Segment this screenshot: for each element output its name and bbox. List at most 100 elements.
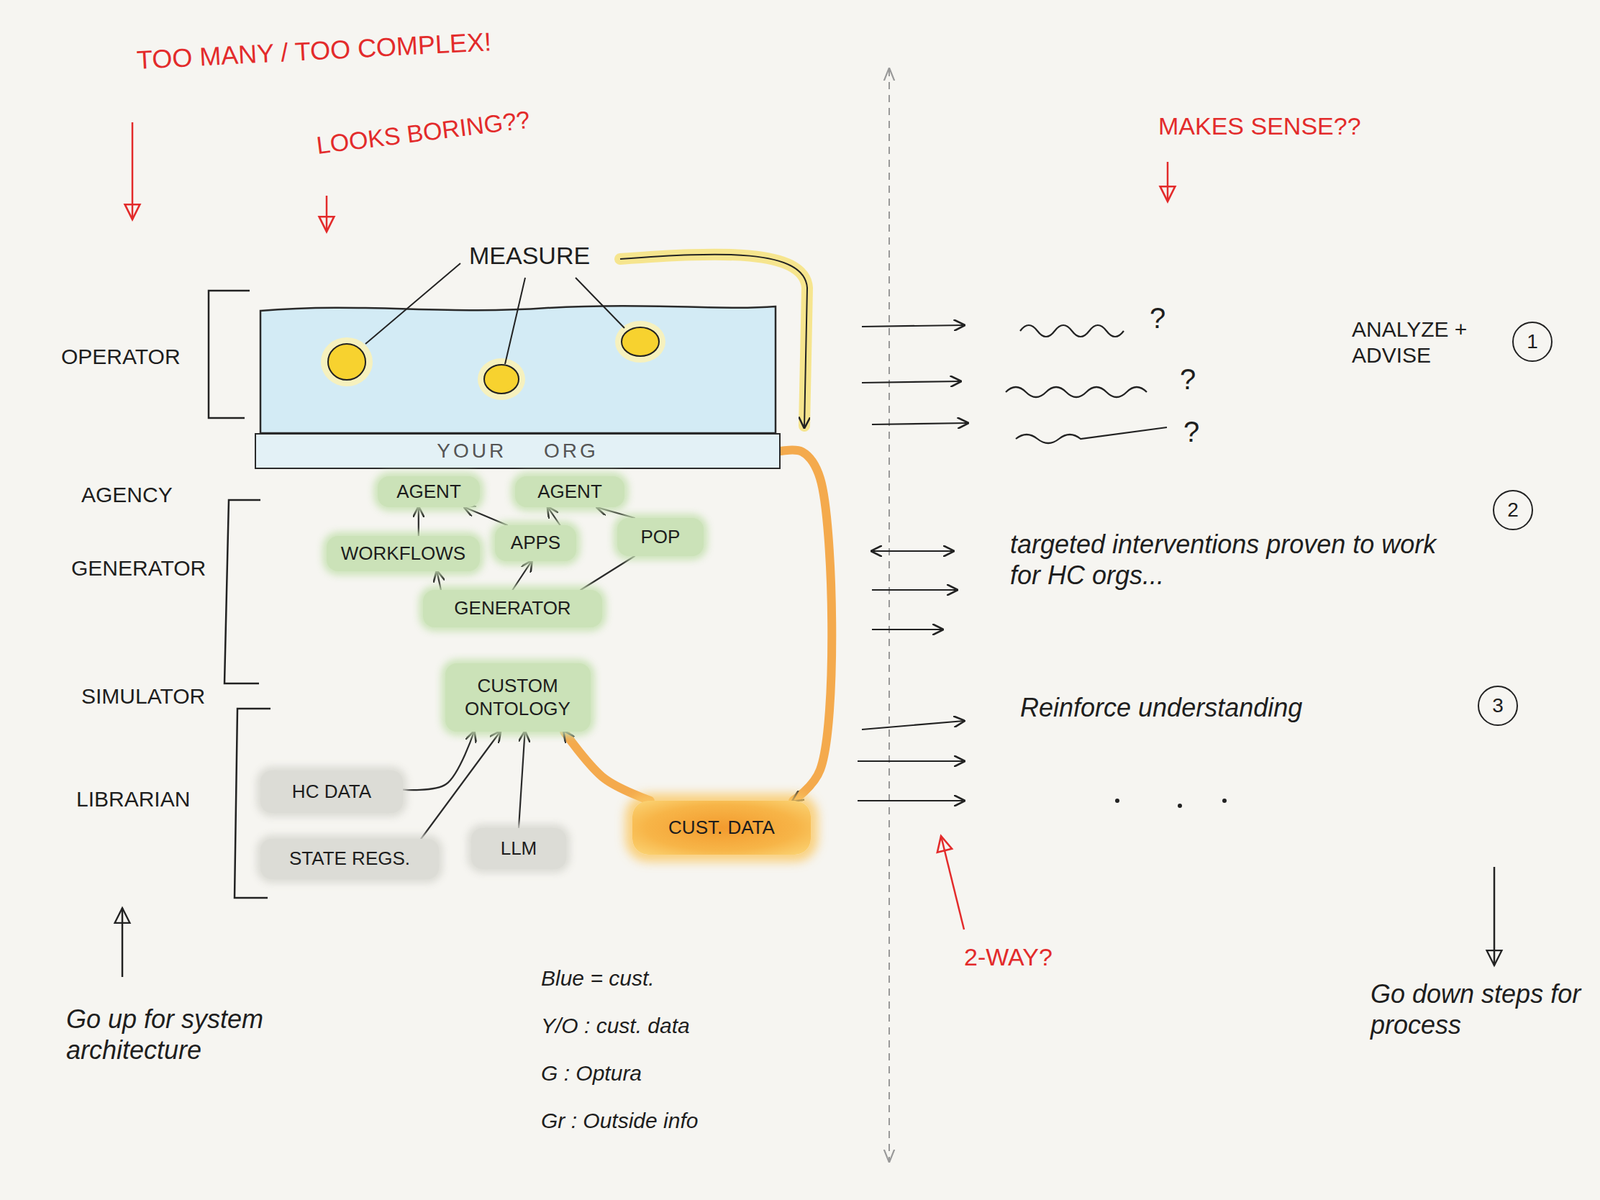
hint-note: Go up for system architecture bbox=[66, 1003, 347, 1066]
leader-line bbox=[365, 263, 461, 344]
customer-data: CUST. DATA bbox=[632, 800, 811, 855]
legend-entry: Y/O : cust. data bbox=[541, 1012, 690, 1039]
node-text: GENERATOR bbox=[453, 597, 571, 620]
outside-source: HC DATA bbox=[260, 770, 403, 813]
divider-line bbox=[888, 69, 890, 1162]
component-arrow bbox=[548, 507, 561, 526]
component-arrow bbox=[518, 731, 526, 829]
legend-entry: Blue = cust. bbox=[541, 965, 655, 992]
measure-highlight bbox=[620, 254, 808, 426]
step-label: ANALYZE + ADVISE bbox=[1351, 316, 1500, 369]
layer-label: AGENCY bbox=[81, 482, 173, 508]
component-arrow bbox=[420, 731, 500, 839]
optura-component: POP bbox=[617, 517, 704, 557]
connectors bbox=[402, 450, 832, 839]
optura-component: AGENT bbox=[377, 476, 480, 508]
review-note: TOO MANY / TOO COMPLEX! bbox=[135, 25, 493, 76]
callout-number: 1 bbox=[1512, 321, 1553, 362]
outside-source: LLM bbox=[471, 828, 567, 870]
output-arrow bbox=[871, 423, 968, 425]
measure-arrow bbox=[620, 254, 808, 428]
output-arrow bbox=[871, 550, 954, 552]
node-text: AGENT bbox=[396, 480, 462, 503]
node-text: POP bbox=[641, 525, 681, 549]
up-arrow bbox=[121, 907, 124, 977]
node-text: LLM bbox=[500, 837, 538, 860]
legend-entry: Gr : Outside info bbox=[541, 1107, 698, 1134]
ellipsis-dot bbox=[1177, 803, 1183, 808]
measure-glow bbox=[477, 358, 526, 400]
component-arrow bbox=[597, 507, 635, 518]
node-text: HC DATA bbox=[292, 780, 372, 803]
bracket bbox=[224, 500, 261, 684]
legend-text: G : Optura bbox=[541, 1061, 642, 1085]
question-mark: ? bbox=[1179, 361, 1196, 397]
callout-number: 2 bbox=[1492, 489, 1534, 531]
layer-label: SIMULATOR bbox=[81, 683, 206, 710]
ellipsis-dot bbox=[1222, 798, 1227, 803]
operator-band bbox=[260, 305, 776, 434]
output-arrow bbox=[871, 589, 957, 591]
node-text: WORKFLOWS bbox=[341, 542, 466, 565]
outside-source: STATE REGS. bbox=[260, 838, 439, 880]
component-arrow bbox=[580, 556, 635, 590]
measure-dot bbox=[484, 364, 519, 394]
measure-dot bbox=[621, 327, 659, 357]
red-arrow bbox=[325, 195, 329, 232]
callout-number: 3 bbox=[1477, 685, 1518, 726]
leader-line bbox=[505, 277, 526, 365]
component-arrow bbox=[464, 507, 508, 526]
review-note: 2-WAY? bbox=[964, 942, 1053, 972]
measure-glow bbox=[320, 337, 373, 387]
component-arrow bbox=[512, 561, 532, 590]
legend-text: Gr : Outside info bbox=[541, 1108, 698, 1133]
measure-label: MEASURE bbox=[469, 241, 590, 271]
layer-label: LIBRARIAN bbox=[76, 786, 190, 813]
review-note: LOOKS BORING?? bbox=[315, 105, 532, 161]
data-flow-arrow bbox=[780, 450, 832, 801]
org-band: YOUR ORG bbox=[254, 433, 781, 470]
review-note: MAKES SENSE?? bbox=[1158, 111, 1362, 142]
squiggle bbox=[1015, 427, 1167, 444]
legend-text: Blue = cust. bbox=[541, 966, 655, 990]
node-text: 1 bbox=[1526, 329, 1539, 354]
optura-component: APPS bbox=[494, 525, 577, 562]
optura-component: WORKFLOWS bbox=[326, 535, 480, 572]
node-text: 3 bbox=[1492, 693, 1504, 718]
optura-component: GENERATOR bbox=[423, 589, 603, 628]
legend-text: Y/O : cust. data bbox=[541, 1013, 690, 1038]
node-text: CUST. DATA bbox=[668, 816, 775, 839]
node-text: APPS bbox=[510, 531, 561, 554]
step-label: targeted interventions proven to work fo… bbox=[1010, 528, 1457, 591]
optura-component: AGENT bbox=[515, 476, 625, 508]
output-arrow bbox=[857, 760, 965, 762]
layer-label: OPERATOR bbox=[61, 343, 181, 370]
squiggle bbox=[1005, 387, 1147, 398]
ellipsis-dot bbox=[1115, 798, 1120, 803]
node-text: 2 bbox=[1507, 497, 1519, 523]
layer-label: GENERATOR bbox=[71, 555, 206, 582]
legend-entry: G : Optura bbox=[541, 1060, 642, 1087]
red-arrow bbox=[131, 122, 134, 220]
data-flow-arrow bbox=[564, 731, 651, 801]
red-arrow bbox=[941, 835, 965, 930]
component-arrow bbox=[436, 571, 442, 590]
node-text: CUSTOM ONTOLOGY bbox=[456, 674, 580, 720]
output-arrow bbox=[871, 628, 943, 631]
squiggle bbox=[1020, 325, 1124, 337]
output-arrow bbox=[857, 800, 965, 802]
node-text: AGENT bbox=[537, 480, 603, 503]
output-arrow bbox=[861, 325, 965, 327]
component-arrow bbox=[417, 507, 420, 536]
output-arrow bbox=[861, 720, 965, 730]
node-text: YOUR ORG bbox=[436, 438, 598, 464]
output-arrow bbox=[861, 381, 961, 383]
sketch-layout bbox=[122, 69, 1495, 1162]
hint-note: Go down steps for process bbox=[1370, 978, 1587, 1041]
optura-component: CUSTOM ONTOLOGY bbox=[445, 663, 591, 732]
step-label: Reinforce understanding bbox=[1020, 692, 1303, 724]
question-mark: ? bbox=[1149, 300, 1166, 336]
